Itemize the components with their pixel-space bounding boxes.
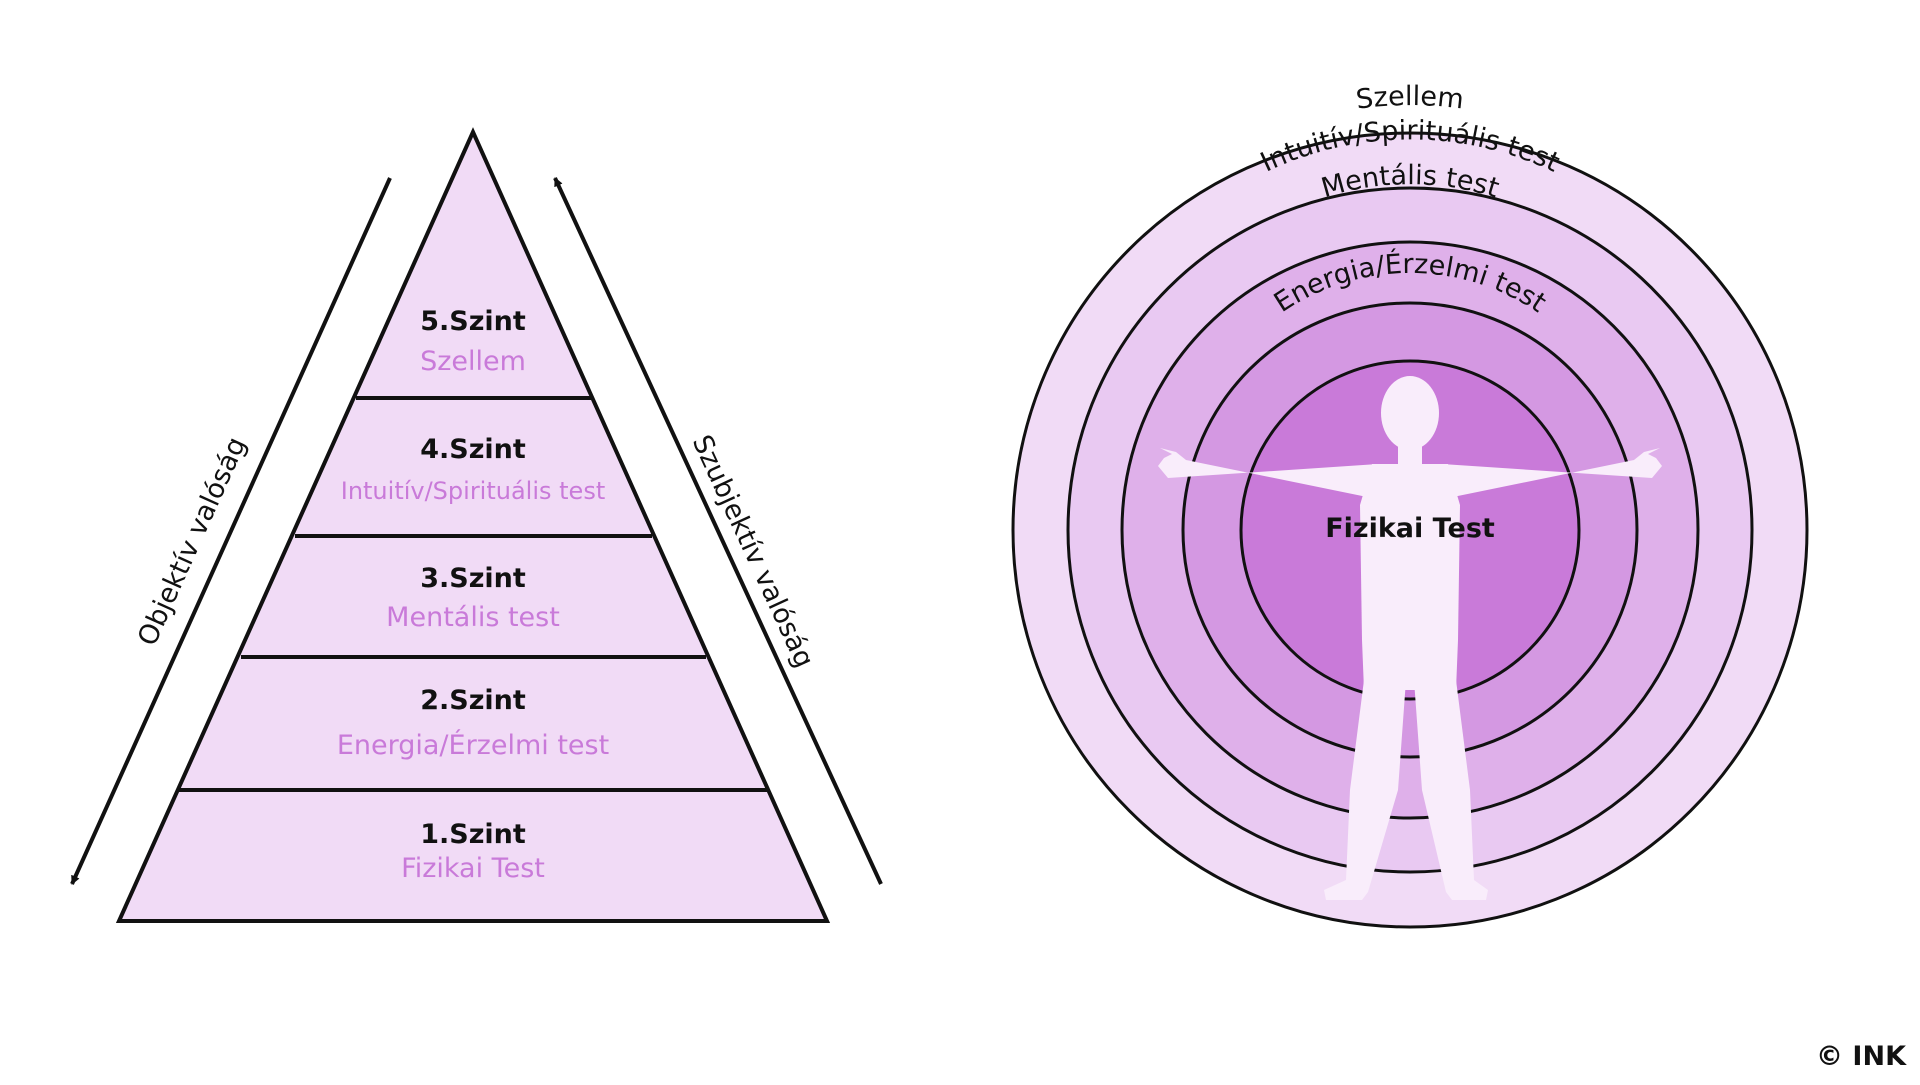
level-5-number: 5.Szint (420, 306, 526, 337)
up-arrow-icon (553, 177, 883, 885)
silhouette-right-leg (1414, 680, 1488, 900)
pyramid-shape (115, 127, 831, 923)
level-2-number: 2.Szint (420, 685, 526, 716)
ring-label-outer-path: Szellem (1354, 81, 1465, 116)
down-arrow-icon (70, 177, 392, 885)
copyright-notice: © INK (1816, 1041, 1906, 1072)
silhouette-torso (1360, 464, 1460, 690)
silhouette-neck (1398, 445, 1422, 467)
level-1-number: 1.Szint (420, 819, 526, 850)
level-1-name: Fizikai Test (401, 853, 545, 884)
level-3-number: 3.Szint (420, 563, 526, 594)
level-2-name: Energia/Érzelmi test (337, 729, 609, 761)
ring-label-outer: Szellem (1354, 81, 1465, 116)
pyramid: 5.Szint Szellem 4.Szint Intuitív/Spiritu… (115, 127, 831, 923)
center-label: Fizikai Test (1325, 513, 1495, 544)
silhouette-head (1381, 376, 1439, 450)
level-4-number: 4.Szint (420, 434, 526, 465)
silhouette-right-arm (1442, 448, 1662, 498)
silhouette-left-arm (1158, 448, 1378, 498)
silhouette-left-leg (1324, 680, 1406, 900)
level-4-name: Intuitív/Spirituális test (341, 477, 606, 505)
concentric-rings: Szellem Intuitív/Spirituális test Mentál… (1011, 81, 1809, 929)
human-silhouette-icon (1158, 376, 1662, 900)
level-5-name: Szellem (420, 346, 526, 377)
subjective-axis-label: Szubjektív valóság (686, 430, 820, 672)
level-3-name: Mentális test (386, 602, 560, 633)
